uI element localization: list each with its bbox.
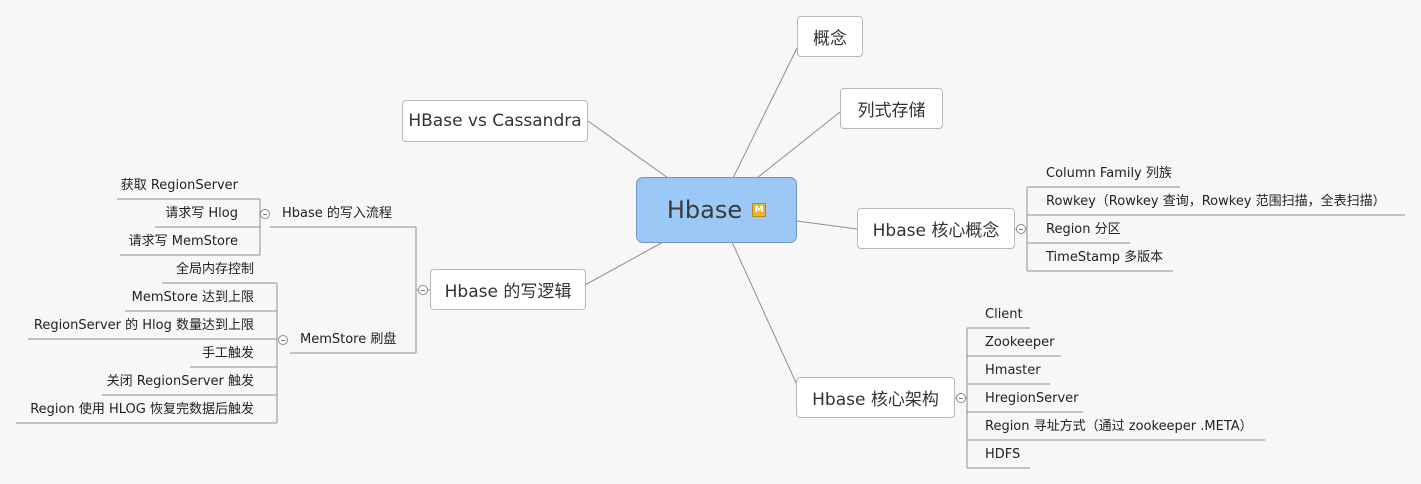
arch-item-hregionserver[interactable]: HregionServer	[985, 391, 1079, 406]
arch-item-hmaster[interactable]: Hmaster	[985, 363, 1041, 378]
write-flow-item-write-hlog[interactable]: 请求写 Hlog	[165, 206, 238, 221]
flush-item-hlog-count-limit[interactable]: RegionServer 的 Hlog 数量达到上限	[33, 318, 254, 333]
collapse-toggle-write-flow[interactable]	[260, 209, 270, 219]
collapse-toggle-core-concepts[interactable]	[1016, 224, 1026, 234]
flush-item-region-hlog-recovery[interactable]: Region 使用 HLOG 恢复完数据后触发	[30, 402, 254, 417]
concept-item-column-family[interactable]: Column Family 列族	[1046, 166, 1172, 181]
flush-item-global-memory[interactable]: 全局内存控制	[175, 262, 254, 277]
collapse-toggle-architecture[interactable]	[956, 393, 966, 403]
flag-m-icon: M	[752, 203, 767, 217]
topic-concept[interactable]: 概念	[797, 16, 863, 57]
root-label: Hbase	[666, 196, 743, 224]
root-topic[interactable]: Hbase M	[636, 177, 797, 243]
flush-item-memstore-limit[interactable]: MemStore 达到上限	[131, 290, 254, 305]
arch-item-zookeeper[interactable]: Zookeeper	[985, 335, 1055, 350]
topic-columnar-storage[interactable]: 列式存储	[840, 88, 943, 129]
flush-item-manual[interactable]: 手工触发	[201, 346, 254, 361]
collapse-toggle-write-logic[interactable]	[418, 285, 428, 295]
arch-item-client[interactable]: Client	[985, 307, 1023, 322]
topic-write-logic[interactable]: Hbase 的写逻辑	[430, 269, 586, 310]
topic-core-architecture[interactable]: Hbase 核心架构	[796, 377, 955, 418]
collapse-toggle-flush[interactable]	[278, 335, 288, 345]
arch-item-region-addressing[interactable]: Region 寻址方式（通过 zookeeper .META）	[985, 419, 1253, 434]
arch-item-hdfs[interactable]: HDFS	[985, 447, 1021, 462]
flush-item-close-regionserver[interactable]: 关闭 RegionServer 触发	[106, 374, 254, 389]
concept-item-rowkey[interactable]: Rowkey（Rowkey 查询，Rowkey 范围扫描，全表扫描）	[1046, 194, 1386, 209]
subtopic-write-flow[interactable]: Hbase 的写入流程	[282, 206, 392, 221]
subtopic-memstore-flush[interactable]: MemStore 刷盘	[300, 332, 397, 347]
concept-item-timestamp[interactable]: TimeStamp 多版本	[1046, 250, 1164, 265]
write-flow-item-write-memstore[interactable]: 请求写 MemStore	[128, 234, 238, 249]
concept-item-region[interactable]: Region 分区	[1046, 222, 1121, 237]
write-flow-item-get-regionserver[interactable]: 获取 RegionServer	[120, 178, 238, 193]
topic-core-concepts[interactable]: Hbase 核心概念	[857, 208, 1015, 249]
topic-hbase-vs-cassandra[interactable]: HBase vs Cassandra	[402, 100, 588, 142]
